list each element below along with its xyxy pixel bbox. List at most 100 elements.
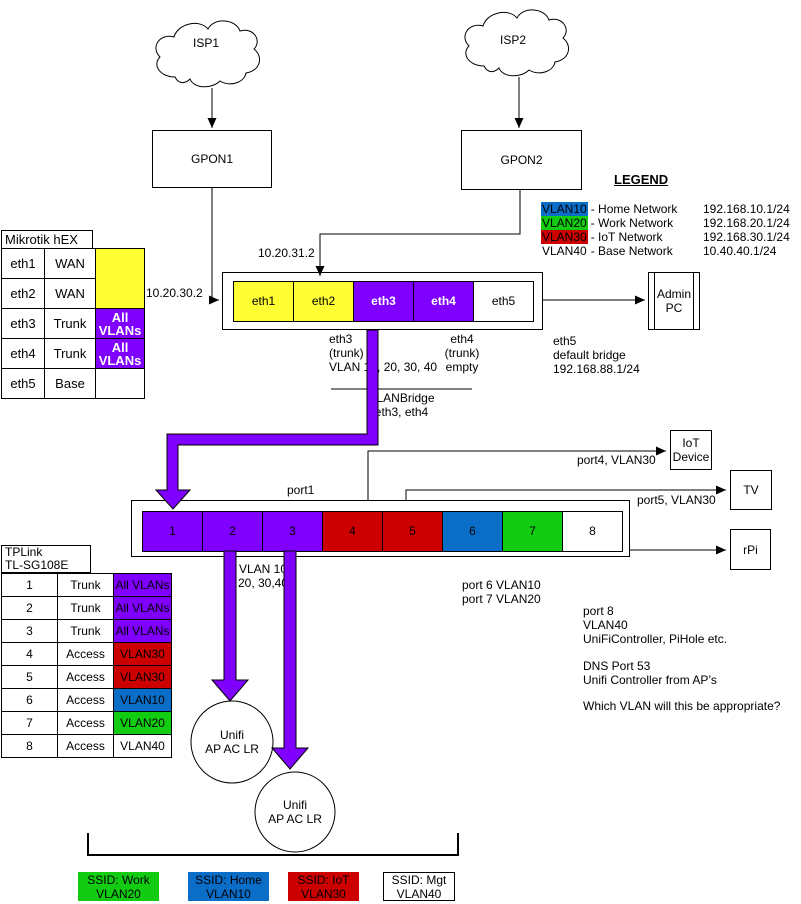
router-port-eth4: eth4 [413,281,474,322]
note-line: (trunk) [329,346,364,360]
port-cell: 7 [1,711,58,735]
legend-desc: - Base Network [590,244,673,258]
isp1-cloud [155,20,261,88]
legend-subnet: 10.40.40.1/24 [703,244,777,258]
vlan30-chip: VLAN30 [541,230,588,244]
table-row: 8 Access VLAN40 [1,734,172,758]
table-row: eth2 WAN [1,278,145,309]
role-cell: WAN [44,248,96,279]
legend-row-vlan20: VLAN20- Work Network 192.168.20.1/24 [541,216,790,230]
port8-note: port 8 VLAN40 UniFiController, PiHole et… [583,604,727,646]
ssid-work-box: SSID: Work VLAN20 [78,872,159,901]
note-line: Unifi Controller from AP’s [583,673,717,687]
ssid-label-line: SSID: IoT [297,872,350,887]
rpi-label: rPi [743,542,758,557]
port-cell: eth4 [1,338,45,369]
port-cell: 8 [1,734,58,758]
note-line: empty [445,360,479,374]
mode-cell: Trunk [57,596,114,620]
switch-port-6: 6 [442,511,503,552]
note-line: VLAN 10 [238,562,288,576]
note-line: eth5 [553,334,577,348]
iot-label-line: IoT [682,436,700,450]
gpon2-box: GPON2 [461,130,582,190]
wan2-ip-label: 10.20.31.2 [258,246,315,260]
unifi-ap-2-label: Unifi AP AC LR [255,798,335,826]
ssid-label-line: VLAN10 [206,886,251,901]
port-cell: eth1 [1,248,45,279]
tplink-title-line: TPLink [5,545,43,559]
gpon1-box: GPON1 [152,130,272,188]
note-line: eth3 [329,332,353,346]
table-row: 5 Access VLAN30 [1,665,172,689]
vlan-text-line: All [111,309,129,325]
legend-subnet: 192.168.30.1/24 [703,230,790,244]
vlan-cell: VLAN40 [113,734,172,758]
role-cell: Trunk [44,308,96,339]
table-row: 4 Access VLAN30 [1,642,172,666]
vlan-text-line: VLANs [98,322,142,338]
router-port-eth5: eth5 [473,281,534,322]
note-line: eth4 [450,332,474,346]
vlan-cell: All VLANs [113,619,172,643]
note-line: VLAN 10, 20, 30, 40 [329,360,438,374]
mode-cell: Trunk [57,619,114,643]
legend-subnet: 192.168.20.1/24 [703,216,790,230]
eth4-note: eth4 (trunk) empty [433,332,491,374]
router-port-eth2: eth2 [293,281,354,322]
vlan-cell-empty [95,368,145,399]
port-cell: eth2 [1,278,45,309]
legend-desc: - Work Network [590,216,674,230]
table-row: eth1 WAN [1,248,145,309]
mode-cell: Access [57,665,114,689]
router-port-eth1: eth1 [233,281,294,322]
switch-port-4: 4 [322,511,383,552]
vlan40-chip: VLAN40 [542,244,587,258]
iot-label-line: Device [672,450,710,464]
ssid-mgt-box: SSID: Mgt VLAN40 [383,872,455,901]
note-line: port 8 [583,604,614,618]
ap-group-bracket [87,833,459,856]
ssid-label-line: VLAN40 [396,886,442,901]
vlan-text-line: VLANs [98,352,142,368]
port4-vlan-label: port4, VLAN30 [577,453,656,467]
ssid-label-line: SSID: Home [195,872,262,887]
port-cell: eth3 [1,308,45,339]
vlan-cell: All VLANs [113,573,172,597]
legend-desc: - IoT Network [590,230,663,244]
vlan-cell-wan [95,248,145,309]
note-line: eth3, eth4 [374,405,429,419]
vlan-cell: VLAN30 [113,642,172,666]
ap-label-line: AP AC LR [205,742,259,756]
mode-cell: Trunk [57,573,114,597]
switch-port-2: 2 [202,511,263,552]
switch-port-7: 7 [502,511,563,552]
tv-label: TV [743,483,759,497]
ssid-label-line: VLAN30 [301,886,346,901]
switch-box: 1 2 3 4 5 6 7 8 [131,500,630,557]
vlan20-chip: VLAN20 [541,216,588,230]
unifi-ap-1-label: Unifi AP AC LR [192,728,272,756]
admin-pc-box: Admin PC [648,272,700,330]
eth5-note: eth5 default bridge 192.168.88.1/24 [553,334,640,376]
port-cell: eth5 [1,368,45,399]
legend-row-vlan40: VLAN40- Base Network 10.40.40.1/24 [541,244,776,258]
port-cell: 2 [1,596,58,620]
note-line: port 6 VLAN10 [462,578,541,592]
table-row: 7 Access VLAN20 [1,711,172,735]
ap-label-line: Unifi [219,728,244,742]
mode-cell: Access [57,642,114,666]
switch-port1-label: port1 [287,483,315,497]
tplink-table-title: TPLink TL-SG108E [1,545,91,573]
gpon1-to-router-line [209,188,219,305]
port-cell: 1 [1,573,58,597]
admin-pc-label-line: Admin [656,287,691,301]
vlan-cell: All VLANs [113,596,172,620]
note-line: (trunk) [444,346,480,360]
port-cell: 4 [1,642,58,666]
eth3-note: eth3 (trunk) VLAN 10, 20, 30, 40 [329,332,437,374]
mode-cell: Access [57,734,114,758]
vlanbridge-note: VLANBridge eth3, eth4 [331,391,472,419]
